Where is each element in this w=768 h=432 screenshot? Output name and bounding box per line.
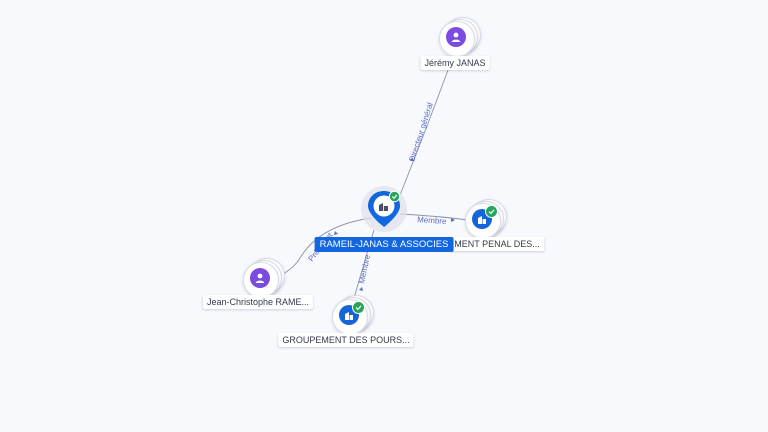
node-jean-christophe[interactable]	[240, 258, 285, 299]
edge-label-membre-pours[interactable]: Membre	[357, 253, 372, 284]
edge-arrow-membre-pours	[359, 287, 363, 291]
verified-check-icon	[485, 205, 498, 218]
node-groupement-penal[interactable]	[462, 199, 507, 240]
node-label-jean[interactable]: Jean-Christophe RAME...	[202, 295, 314, 309]
verified-check-icon	[388, 190, 401, 203]
center-node-pin[interactable]	[360, 185, 408, 241]
edge-arrow-membre-penal	[451, 218, 455, 222]
person-icon	[446, 27, 466, 47]
person-icon	[250, 268, 270, 288]
edge-label-director[interactable]: Directeur général	[407, 101, 435, 162]
edge-label-membre-penal[interactable]: Membre	[417, 215, 447, 226]
map-pin-icon	[361, 186, 407, 232]
node-label-groupement-pours[interactable]: GROUPEMENT DES POURS...	[278, 333, 414, 347]
verified-check-icon	[352, 301, 365, 314]
center-node-label[interactable]: RAMEIL-JANAS & ASSOCIES	[314, 237, 454, 252]
edge-arrow-president	[334, 231, 338, 235]
node-label-jeremy[interactable]: Jérémy JANAS	[420, 56, 490, 70]
building-icon	[379, 203, 388, 211]
node-jeremy-janas[interactable]	[436, 17, 481, 58]
edge-arrow-director	[410, 157, 414, 161]
node-label-groupement-penal[interactable]: MENT PENAL DES...	[450, 237, 544, 251]
node-groupement-pours[interactable]	[329, 295, 374, 336]
